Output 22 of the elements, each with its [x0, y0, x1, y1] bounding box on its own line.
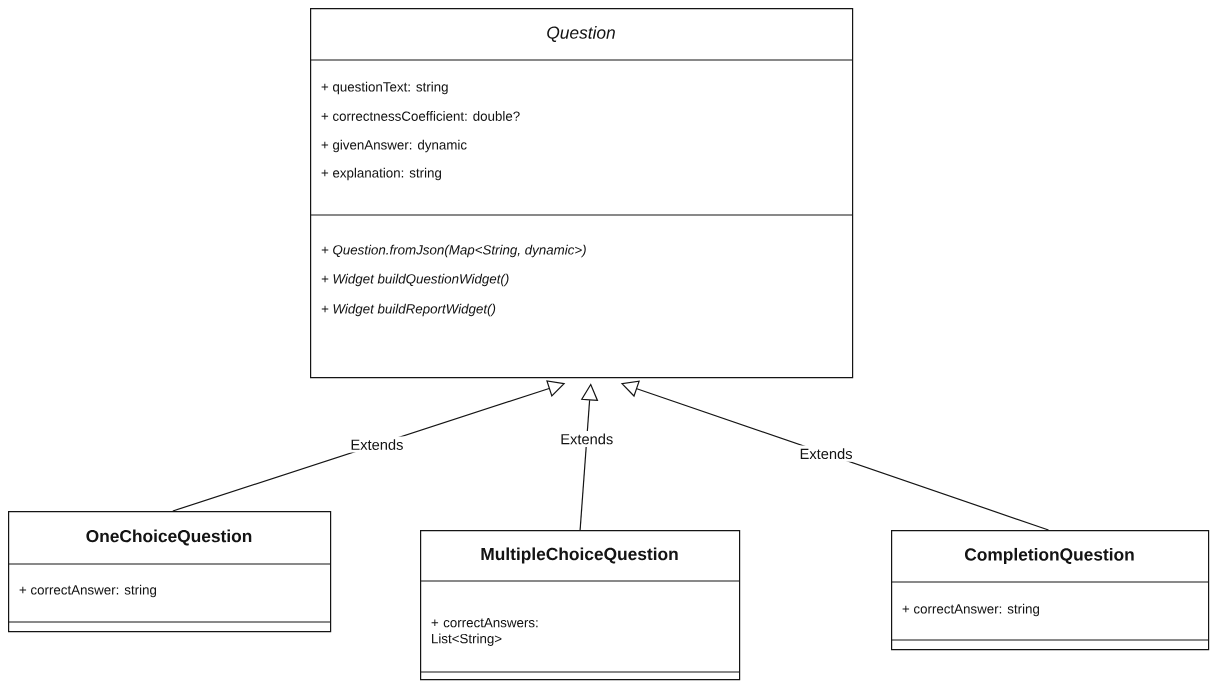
- class-box: [7, 511, 332, 633]
- attribute: + correctAnswer: string: [19, 584, 157, 598]
- inheritance-arrow: [579, 383, 599, 531]
- attribute: + correctnessCoefficient: double?: [321, 111, 520, 121]
- edge-label: Extends: [796, 445, 856, 462]
- method: + Widget buildReportWidget(): [321, 303, 496, 317]
- class-name: CompletionQuestion: [965, 547, 1134, 565]
- attribute: + correctAnswer: string: [902, 603, 1039, 617]
- edge-label: Extends: [347, 436, 407, 453]
- class-name: MultipleChoiceQuestion: [481, 547, 678, 564]
- class-name: OneChoiceQuestion: [86, 529, 252, 546]
- method: + Question.fromJson(Map<String, dynamic>): [321, 244, 586, 258]
- method: + Widget buildQuestionWidget(): [321, 273, 509, 287]
- attribute: + givenAnswer: dynamic: [321, 139, 467, 153]
- class-name: Question: [547, 26, 615, 42]
- attribute: + explanation: string: [321, 167, 441, 181]
- class-box: [309, 8, 854, 379]
- attribute: + questionText: string: [321, 81, 448, 95]
- class-box: [890, 530, 1210, 651]
- edge-label: Extends: [557, 430, 616, 448]
- attribute: + correctAnswers: List<String>: [431, 618, 538, 646]
- class-box: [419, 530, 741, 681]
